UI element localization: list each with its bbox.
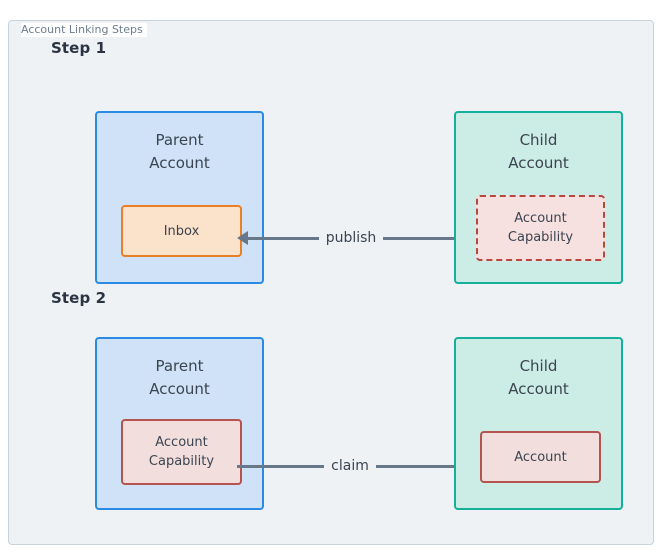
step-2-account-box[interactable]: Account	[480, 431, 601, 483]
step-1-publish-arrow: publish	[237, 227, 454, 249]
step-2-account-capability-box[interactable]: Account Capability	[121, 419, 242, 485]
step-1-inbox-box[interactable]: Inbox	[121, 205, 242, 257]
step-2-child-account-title: Child Account	[508, 357, 569, 398]
arrow-line-segment	[237, 464, 325, 468]
panel-title: Account Linking Steps	[21, 23, 147, 37]
step-1-label: Step 1	[51, 39, 107, 57]
step-2-account-capability-label: Account Capability	[148, 435, 215, 469]
step-1-parent-account-title: Parent Account	[149, 131, 210, 172]
arrow-line-segment	[383, 236, 454, 240]
step-1-child-account-title: Child Account	[508, 131, 569, 172]
step-1-child-account-box[interactable]: Child Account Account Capability	[454, 111, 623, 284]
step-2-parent-account-box[interactable]: Parent Account Account Capability	[95, 337, 264, 510]
arrow-line-segment	[248, 236, 319, 240]
step-1-account-capability-box[interactable]: Account Capability	[476, 195, 605, 261]
step-2-claim-arrow: claim	[237, 455, 475, 477]
step-2-child-account-box[interactable]: Child Account Account	[454, 337, 623, 510]
step-1-parent-account-box[interactable]: Parent Account Inbox	[95, 111, 264, 284]
step-2-label: Step 2	[51, 289, 107, 307]
step-1-arrow-label: publish	[325, 230, 377, 246]
step-1-inbox-label: Inbox	[163, 223, 200, 239]
arrow-line-segment	[375, 464, 464, 468]
step-1-account-capability-label: Account Capability	[507, 211, 574, 245]
step-2-arrow-label: claim	[331, 458, 369, 474]
step-1-section: Step 1 Parent Account Inbox publish Chil…	[9, 39, 653, 289]
step-2-section: Step 2 Parent Account Account Capability…	[9, 289, 653, 539]
account-linking-diagram-panel: Account Linking Steps Step 1 Parent Acco…	[8, 20, 654, 545]
step-2-account-label: Account	[514, 449, 567, 465]
arrow-head-left-icon	[237, 231, 248, 245]
step-2-parent-account-title: Parent Account	[149, 357, 210, 398]
